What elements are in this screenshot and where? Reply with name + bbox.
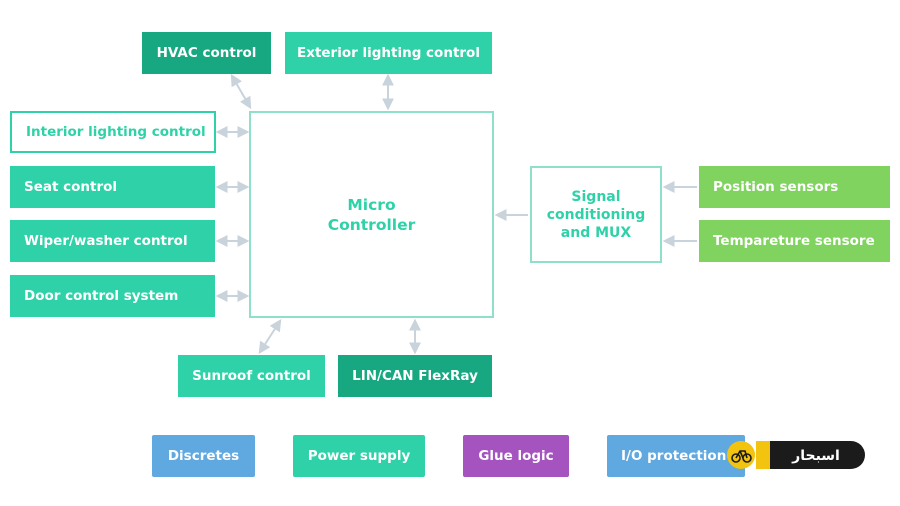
arrow-hvac — [230, 73, 252, 110]
seat-control-box: Seat control — [10, 166, 215, 208]
legend-discretes: Discretes — [152, 435, 255, 477]
temperature-sensor-box: Tempareture sensore — [699, 220, 890, 262]
legend-io-protection: I/O protection — [607, 435, 745, 477]
signal-line2: conditioning — [546, 206, 646, 223]
legend-discretes-label: Discretes — [167, 448, 240, 464]
legend-power-label: Power supply — [307, 448, 411, 464]
door-control-box: Door control system — [10, 275, 215, 317]
door-control-label: Door control system — [24, 288, 179, 304]
legend-power-supply: Power supply — [293, 435, 425, 477]
watermark-text: اسبحار — [791, 448, 840, 464]
legend-io-label: I/O protection — [621, 448, 727, 464]
lin-can-flexray-box: LIN/CAN FlexRay — [338, 355, 492, 397]
bicycle-logo-icon — [731, 450, 752, 463]
temperature-sensor-label: Tempareture sensore — [713, 233, 875, 249]
legend-glue-logic: Glue logic — [463, 435, 569, 477]
signal-conditioning-box: Signal conditioning and MUX — [530, 166, 662, 263]
exterior-lighting-label: Exterior lighting control — [297, 45, 480, 61]
seat-control-label: Seat control — [24, 179, 118, 195]
position-sensors-label: Position sensors — [713, 179, 839, 195]
position-sensors-box: Position sensors — [699, 166, 890, 208]
exterior-lighting-box: Exterior lighting control — [285, 32, 492, 74]
legend-glue-label: Glue logic — [478, 448, 554, 464]
arrow-sunroof — [258, 318, 282, 355]
interior-lighting-label: Interior lighting control — [26, 124, 206, 140]
sunroof-control-box: Sunroof control — [178, 355, 325, 397]
sunroof-control-label: Sunroof control — [192, 368, 311, 384]
wiper-washer-box: Wiper/washer control — [10, 220, 215, 262]
lin-can-flexray-label: LIN/CAN FlexRay — [352, 368, 478, 384]
interior-lighting-box: Interior lighting control — [10, 111, 216, 153]
wiper-washer-label: Wiper/washer control — [24, 233, 188, 249]
signal-line1: Signal — [571, 188, 621, 205]
hvac-control-label: HVAC control — [156, 45, 257, 61]
micro-controller-line2: Controller — [327, 215, 416, 234]
signal-line3: and MUX — [560, 224, 632, 241]
micro-controller-line1: Micro — [347, 195, 396, 214]
micro-controller-box: Micro Controller — [249, 111, 494, 318]
watermark-logo: اسبحار — [727, 441, 865, 469]
hvac-control-box: HVAC control — [142, 32, 271, 74]
